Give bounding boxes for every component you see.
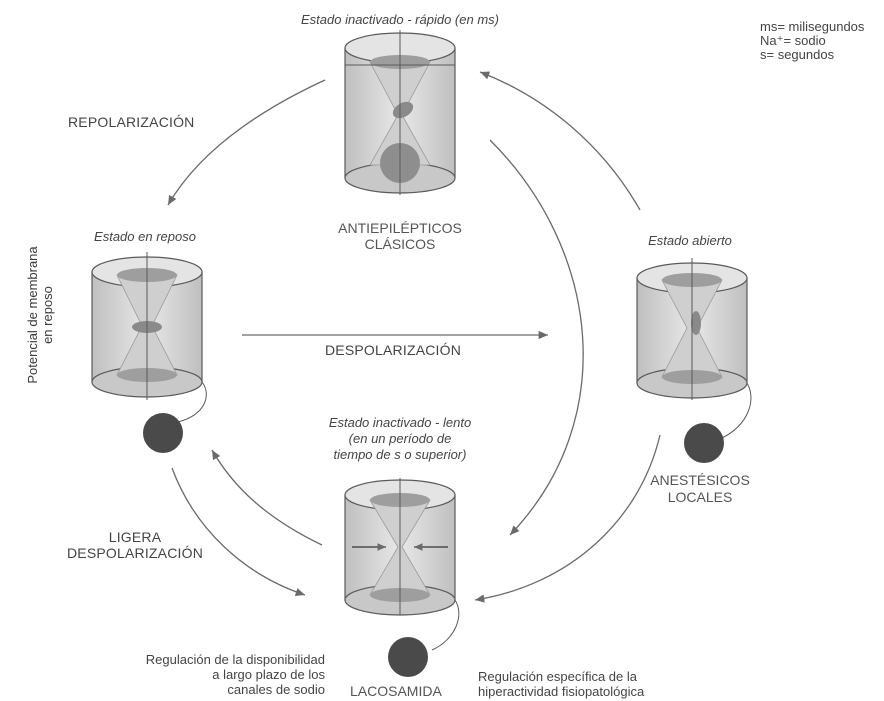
channel-inactivated-fast	[344, 30, 456, 195]
membrane-potential-label: Potencial de membrana en reposo	[25, 235, 55, 395]
drug-local-anesthetics-2: LOCALES	[667, 489, 733, 505]
note-left-1: Regulación de la disponibilidad	[145, 652, 325, 667]
arrow-open-to-slow	[474, 434, 661, 603]
drug-local-anesthetics-1: ANESTÉSICOS	[650, 472, 750, 488]
label-repolarization: REPOLARIZACIÓN	[68, 114, 195, 130]
state-inactivated-slow-title-1: Estado inactivado - lento	[328, 415, 472, 430]
membrane-potential-line-1: Potencial de membrana	[25, 246, 40, 384]
legend-s: s= segundos	[760, 47, 835, 62]
arrow-open-to-fast	[479, 71, 641, 211]
arrow-slight-depolarization	[171, 467, 306, 596]
label-slight-depolarization-1: LIGERA	[108, 529, 162, 545]
state-open-title: Estado abierto	[648, 233, 732, 248]
blocker-open	[684, 423, 724, 463]
drug-lacosamide: LACOSAMIDA	[350, 683, 442, 699]
note-left-3: canales de sodio	[227, 682, 325, 697]
channel-resting	[91, 252, 207, 453]
state-inactivated-fast-title: Estado inactivado - rápido (en ms)	[301, 12, 499, 27]
note-right-1: Regulación específica de la	[478, 669, 637, 684]
channel-open	[636, 258, 752, 463]
drug-antiepileptics-1: ANTIEPILÉPTICOS	[338, 220, 462, 236]
note-left-2: a largo plazo de los	[212, 667, 325, 682]
legend-na: Na⁺= sodio	[760, 33, 826, 48]
drug-antiepileptics-2: CLÁSICOS	[364, 236, 436, 252]
legend-ms: ms= milisegundos	[760, 19, 865, 34]
state-resting-title: Estado en reposo	[94, 229, 196, 244]
arrow-fast-to-slow	[489, 139, 584, 536]
transition-arrows	[167, 71, 661, 603]
arrow-repolarization	[167, 79, 326, 206]
arrow-slow-to-resting	[211, 449, 323, 546]
membrane-potential-line-2: en reposo	[40, 286, 55, 344]
state-inactivated-slow-title-2: (en un período de	[348, 431, 452, 446]
state-inactivated-slow-title-3: tiempo de s o superior)	[333, 447, 467, 462]
label-slight-depolarization-2: DESPOLARIZACIÓN	[66, 545, 204, 561]
channel-inactivated-slow	[344, 478, 460, 677]
blocker-resting	[143, 413, 183, 453]
blocker-slow	[388, 637, 428, 677]
note-right-2: hiperactividad fisiopatológica	[478, 684, 645, 699]
label-depolarization: DESPOLARIZACIÓN	[325, 342, 462, 358]
